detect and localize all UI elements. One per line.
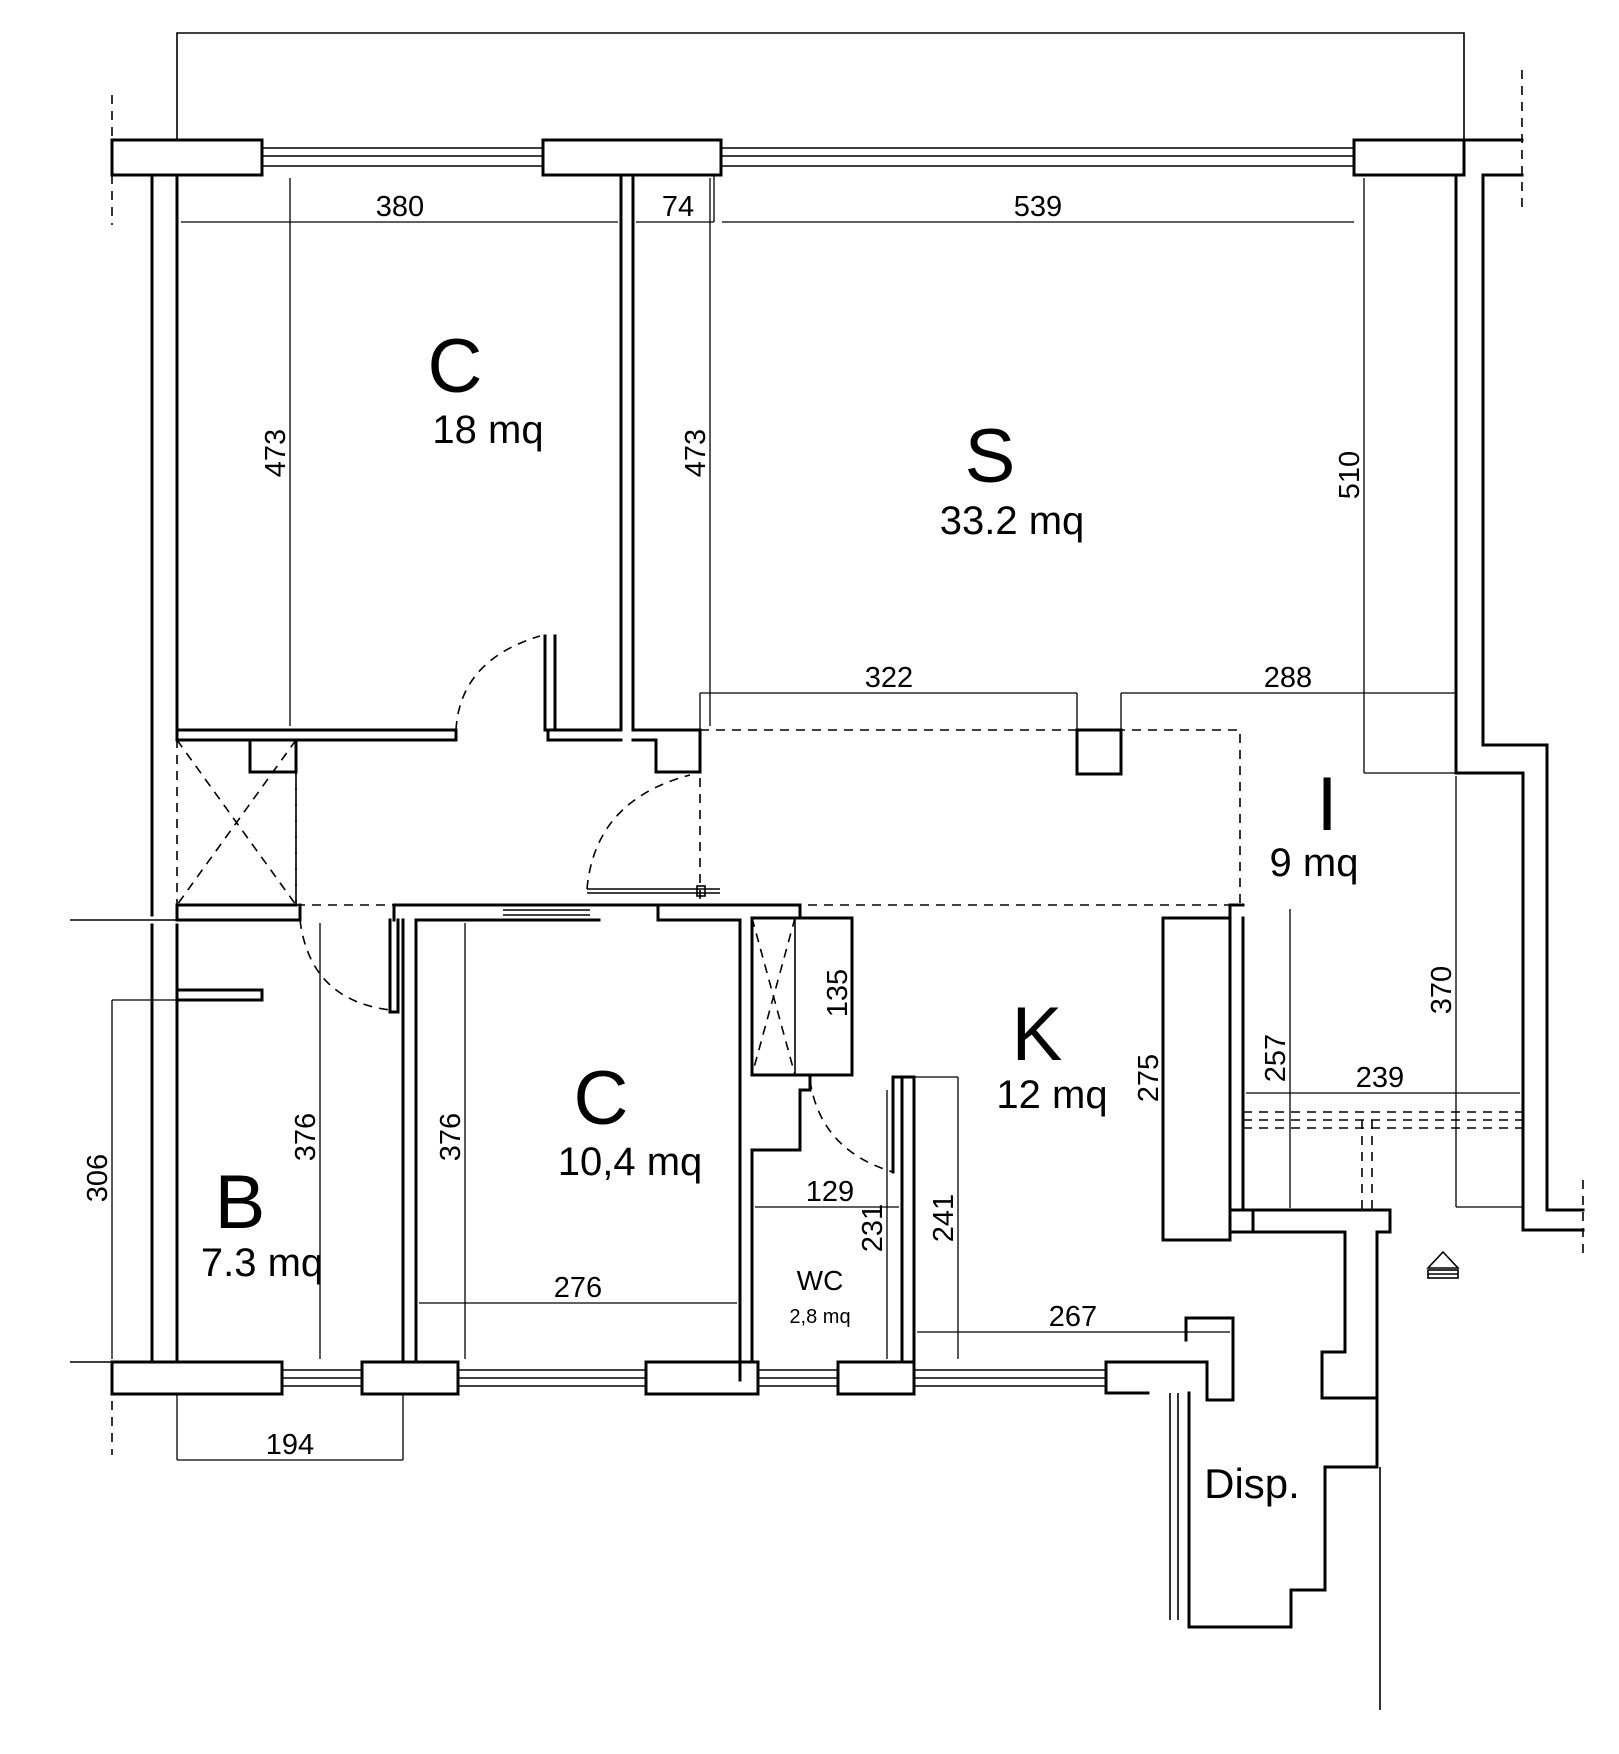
room-letter-wc: WC — [797, 1265, 844, 1296]
dim-276: 276 — [554, 1272, 602, 1304]
room-area-bathroom: 7.3 mq — [201, 1241, 323, 1285]
dim-267: 267 — [1049, 1301, 1097, 1333]
top-facade-wall — [110, 138, 1524, 177]
dim-74: 74 — [662, 191, 694, 223]
dim-241: 241 — [928, 1194, 960, 1242]
dim-239: 239 — [1356, 1062, 1404, 1094]
balcony-outline — [176, 32, 1465, 140]
room-letter-entrance: I — [1316, 762, 1337, 847]
room-area-bedroom-bottom: 10,4 mq — [558, 1140, 703, 1184]
dim-288: 288 — [1264, 662, 1312, 694]
dim-231: 231 — [857, 1204, 889, 1252]
dim-257: 257 — [1260, 1034, 1292, 1082]
entrance-dashed-zone — [175, 729, 1241, 907]
top-bedroom-door-arc — [455, 635, 541, 731]
dim-510: 510 — [1334, 451, 1366, 499]
dim-473-right: 473 — [680, 429, 712, 477]
dimension-labels: 380 74 539 473 473 510 322 288 370 135 2… — [82, 191, 1458, 1461]
room-area-kitchen: 12 mq — [996, 1073, 1107, 1117]
extension-lines — [111, 70, 1584, 1455]
dim-129: 129 — [806, 1176, 854, 1208]
dim-473-left: 473 — [260, 429, 292, 477]
bathroom-door-arc — [299, 919, 391, 1011]
dim-322: 322 — [865, 662, 913, 694]
bathroom-walls — [175, 918, 418, 1364]
dim-539: 539 — [1014, 191, 1062, 223]
top-bedroom-walls — [175, 173, 702, 774]
right-exterior-wall — [1454, 173, 1585, 1232]
dim-380: 380 — [376, 191, 424, 223]
dim-135: 135 — [822, 969, 854, 1017]
room-letter-bathroom: B — [215, 1160, 266, 1245]
dim-376-bathroom: 376 — [290, 1113, 322, 1161]
room-area-bedroom-top: 18 mq — [432, 408, 543, 452]
entrance-arrow-icon — [1426, 1250, 1460, 1279]
room-letter-kitchen: K — [1012, 992, 1063, 1077]
kitchen-right-walls — [1161, 903, 1523, 1400]
room-label-storage: Disp. — [1204, 1460, 1300, 1507]
room-letter-living: S — [965, 414, 1016, 499]
room-letter-bedroom-bottom: C — [574, 1056, 629, 1141]
dim-275: 275 — [1133, 1054, 1165, 1102]
dimension-lines — [111, 175, 1523, 1461]
dim-370: 370 — [1426, 966, 1458, 1014]
living-door-arc — [586, 774, 691, 890]
middle-wall-row — [175, 903, 802, 1382]
room-labels: C 18 mq S 33.2 mq I 9 mq K 12 mq C 10,4 … — [201, 324, 1359, 1507]
room-letter-bedroom-top: C — [428, 324, 483, 409]
living-pillar — [1075, 728, 1123, 776]
bottom-facade-wall — [110, 1360, 1106, 1396]
dim-194: 194 — [266, 1429, 314, 1461]
wc-door-arc — [809, 1079, 894, 1173]
room-area-entrance: 9 mq — [1270, 841, 1359, 885]
dim-376-bedroom: 376 — [435, 1113, 467, 1161]
dim-306: 306 — [82, 1154, 114, 1202]
room-area-wc: 2,8 mq — [789, 1306, 850, 1328]
storage-walls — [1104, 1316, 1381, 1710]
room-area-living: 33.2 mq — [940, 499, 1085, 543]
